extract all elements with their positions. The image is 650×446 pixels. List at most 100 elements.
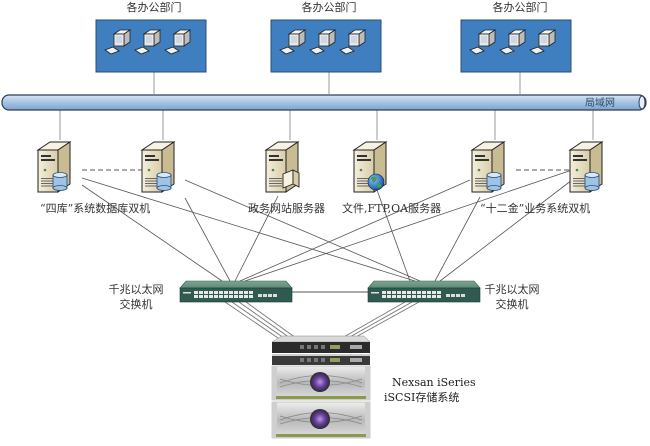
computer-icon (469, 29, 497, 55)
switch-port (427, 295, 431, 298)
database-icon (156, 172, 172, 191)
server-switch-links (81, 169, 573, 282)
computer-icon (164, 29, 192, 55)
computer-icon (529, 29, 557, 55)
ethernet-switch (179, 280, 293, 303)
department-label-3: 各办公部门 (492, 1, 548, 14)
department-label-2: 各办公部门 (301, 1, 357, 14)
switch-port (204, 295, 208, 298)
switch-port (412, 295, 416, 298)
ethernet-switch (367, 280, 481, 303)
switch-uplink-port (451, 294, 455, 297)
switch-uplink-port (263, 294, 267, 297)
switch-uplink-port (446, 294, 450, 297)
computer-icon (279, 29, 307, 55)
switch-port (437, 291, 441, 294)
file-server-label: 文件,FTP,OA服务器 (342, 202, 442, 215)
switch-port (209, 295, 213, 298)
folder-icon (282, 169, 300, 189)
department-box (95, 19, 207, 73)
switch-port (407, 291, 411, 294)
switch-2-label-line1: 千兆以太网 (484, 283, 540, 296)
switch-storage-links (224, 301, 420, 339)
switch-uplink-port (268, 294, 272, 297)
switch-port (387, 295, 391, 298)
database-icon (52, 172, 68, 191)
server-web (264, 141, 300, 193)
computer-icon (499, 29, 527, 55)
db-pair-label: “四库”系统数据库双机 (40, 202, 151, 215)
server-biz1 (470, 141, 506, 193)
dept-links (153, 72, 521, 94)
switch-port (199, 295, 203, 298)
switch-port (427, 291, 431, 294)
department-label-1: 各办公部门 (126, 1, 182, 14)
switch-port (224, 295, 228, 298)
database-icon (486, 172, 502, 191)
switch-port (239, 291, 243, 294)
switch-port (397, 291, 401, 294)
storage-array (271, 335, 371, 439)
switch-uplink-port (258, 294, 262, 297)
switch-port (392, 295, 396, 298)
switch-port (417, 295, 421, 298)
switch-port (387, 291, 391, 294)
switch-port (204, 291, 208, 294)
fan-icon (310, 409, 330, 429)
switch-port (422, 291, 426, 294)
switch-port (417, 291, 421, 294)
switch-uplink-port (456, 294, 460, 297)
switch-port (194, 295, 198, 298)
servers (36, 141, 604, 193)
lan-server-links (59, 110, 594, 140)
switch-1-label: 千兆以太网 交换机 (96, 282, 176, 312)
switch-port (234, 295, 238, 298)
switch-port (234, 291, 238, 294)
switch-port (199, 291, 203, 294)
storage-label-line2: iSCSI存储系统 (384, 391, 460, 404)
switch-1-label-line2: 交换机 (119, 298, 153, 311)
switch-uplink-port (461, 294, 465, 297)
switch-port (249, 295, 253, 298)
fan-icon (310, 372, 330, 392)
switch-port (229, 291, 233, 294)
computer-icon (339, 29, 367, 55)
switch-port (382, 291, 386, 294)
switch-uplink-port (273, 294, 277, 297)
database-icon (584, 172, 600, 191)
switch-port (407, 295, 411, 298)
switch-port (392, 291, 396, 294)
computer-icon (104, 29, 132, 55)
switch-port (219, 291, 223, 294)
storage-label-line1: Nexsan iSeries (392, 376, 476, 389)
switch-2-label-line2: 交换机 (495, 298, 529, 311)
switch-port (194, 291, 198, 294)
department-boxes (95, 19, 572, 73)
switch-port (412, 291, 416, 294)
computer-icon (134, 29, 162, 55)
server-biz2 (568, 141, 604, 193)
biz-pair-label: “十二金”业务系统双机 (480, 202, 591, 215)
switch-port (382, 295, 386, 298)
switch-port (402, 295, 406, 298)
switch-port (214, 291, 218, 294)
switch-port (437, 295, 441, 298)
switches (179, 280, 481, 303)
switch-port (422, 295, 426, 298)
server-file (352, 141, 388, 193)
switch-port (249, 291, 253, 294)
switch-2-label: 千兆以太网 交换机 (472, 282, 552, 312)
computer-icon (309, 29, 337, 55)
switch-port (244, 295, 248, 298)
storage-label: Nexsan iSeries iSCSI存储系统 (384, 375, 476, 405)
switch-port (219, 295, 223, 298)
switch-port (402, 291, 406, 294)
lan-bus (1, 94, 647, 111)
globe-icon (367, 173, 385, 191)
web-server-label: 政务网站服务器 (248, 202, 325, 215)
switch-port (432, 295, 436, 298)
server-db2 (140, 141, 176, 193)
department-box (270, 19, 382, 73)
switch-1-label-line1: 千兆以太网 (108, 283, 164, 296)
